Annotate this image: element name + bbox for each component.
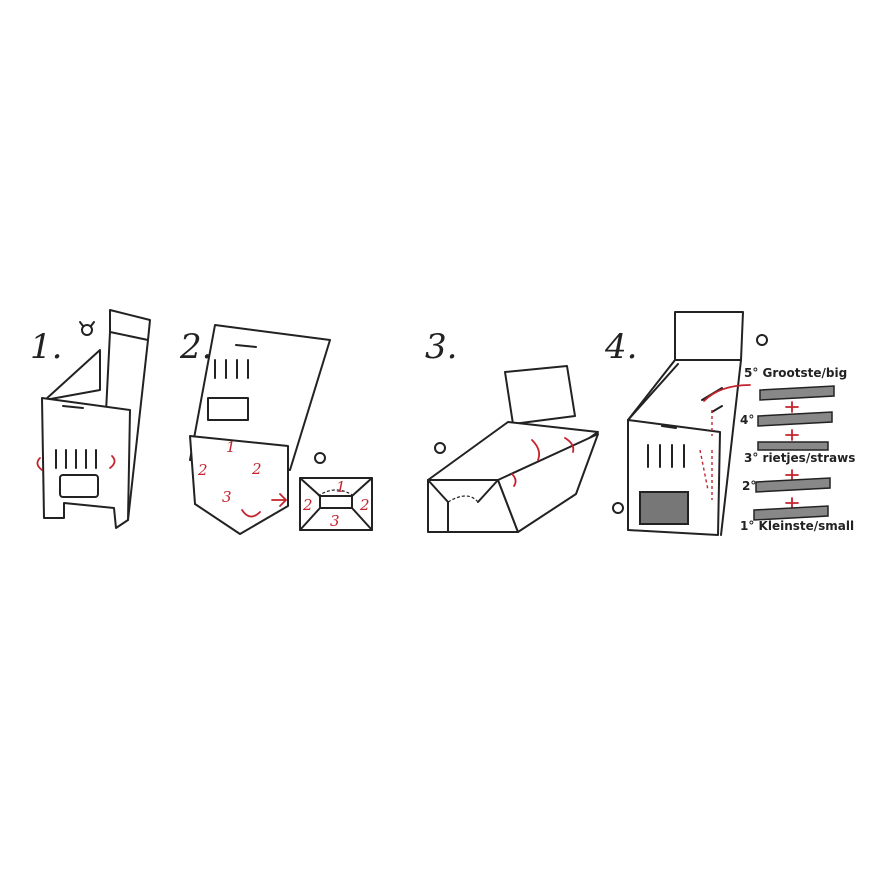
layer-stack: 5° Grootste/big 4° 3° rietjes/straws 2° … <box>740 366 855 533</box>
inset-number: 2 <box>359 496 370 514</box>
layer-label: 5° Grootste/big <box>744 366 847 380</box>
fold-number: 3 <box>222 488 232 506</box>
layer-label: 3° rietjes/straws <box>744 451 855 465</box>
layer-label: 4° <box>740 413 754 427</box>
step-number: 1. <box>30 327 62 367</box>
inset-number: 3 <box>330 512 340 530</box>
step-number: 2. <box>179 327 212 367</box>
bee-icon <box>314 452 326 464</box>
fold-number: 2 <box>197 461 208 479</box>
bee-icon <box>79 321 95 336</box>
step-3: 3. <box>425 327 599 533</box>
inset-number: 1 <box>336 478 346 496</box>
fold-number: 1 <box>226 438 236 456</box>
layer-label: 1° Kleinste/small <box>740 519 854 533</box>
step-2: 2. 1 2 2 3 1 2 2 3 <box>179 324 373 535</box>
fold-number: 2 <box>251 460 262 478</box>
bee-icon <box>434 442 446 454</box>
bee-icon <box>612 334 768 514</box>
step-1: 1. <box>30 309 151 529</box>
step-number: 3. <box>425 327 457 367</box>
layer-label: 2° <box>742 479 756 493</box>
step-number: 4. <box>604 327 637 367</box>
step-4: 4. 5° Grootste/big 4° 3° rietjes/straws … <box>604 311 855 536</box>
inset-number: 2 <box>302 496 313 514</box>
